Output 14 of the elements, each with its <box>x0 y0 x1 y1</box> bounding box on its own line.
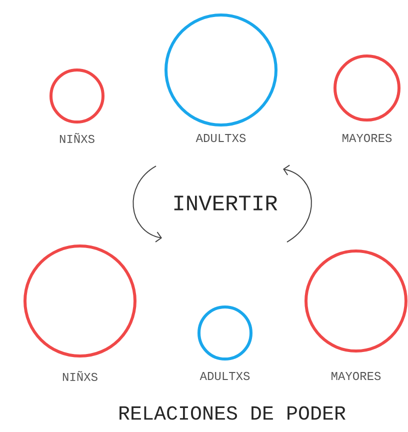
circle-label: MAYORES <box>332 372 381 380</box>
circle <box>164 14 278 126</box>
circle-label: NIÑXS <box>62 370 98 382</box>
circle <box>304 250 408 352</box>
caption: RELACIONES DE PODER <box>120 406 346 420</box>
circle-label: ADULTXS <box>196 134 246 142</box>
circle-label: NIÑXS <box>60 132 94 144</box>
circle-label: ADULTXS <box>200 372 250 380</box>
circle <box>198 306 252 360</box>
center-label: INVERTIR <box>174 196 278 210</box>
circle <box>24 244 136 358</box>
circle-label: MAYORES <box>342 134 392 142</box>
circle <box>50 68 104 124</box>
circle <box>334 54 400 122</box>
